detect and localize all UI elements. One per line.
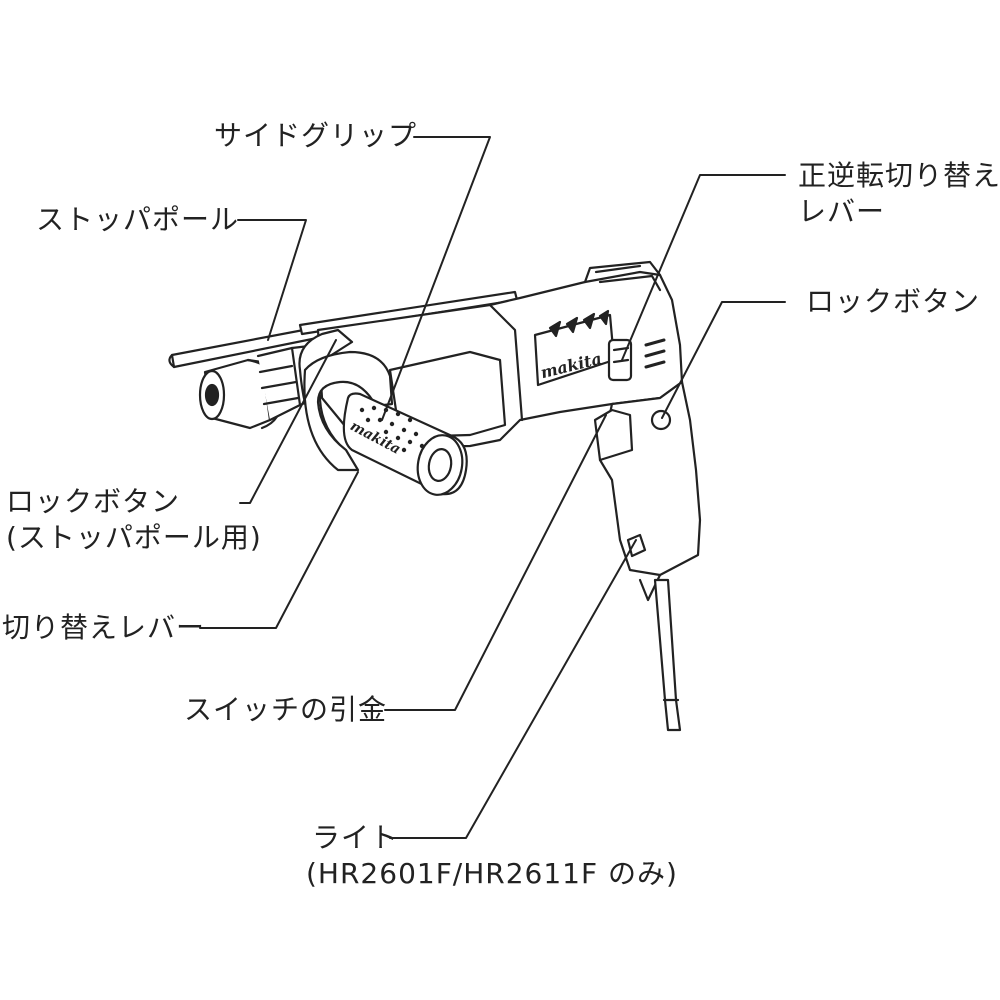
label-reverse-lever: 正逆転切り替え レバー xyxy=(798,158,1000,230)
leader-lines xyxy=(199,136,786,839)
label-lock-button: ロックボタン xyxy=(806,285,981,318)
label-lock-button-stopper-line1: ロックボタン xyxy=(6,485,181,518)
power-cord xyxy=(653,578,682,732)
chuck xyxy=(198,343,326,430)
label-change-lever: 切り替えレバー xyxy=(2,611,206,644)
label-light-line1: ライト xyxy=(312,821,400,854)
label-light-line2: (HR2601F/HR2611F のみ) xyxy=(306,857,678,890)
rear-handle xyxy=(593,380,702,602)
label-side-grip: サイドグリップ xyxy=(214,119,418,152)
label-lock-button-stopper: ロックボタン (ストッパポール用) xyxy=(6,484,262,556)
label-switch-trigger: スイッチの引金 xyxy=(184,693,388,726)
side-grip xyxy=(298,328,468,496)
label-reverse-lever-line2: レバー xyxy=(798,195,886,228)
label-stopper-pole: ストッパポール xyxy=(36,203,240,236)
label-light: ライト (HR2601F/HR2611F のみ) xyxy=(306,820,678,892)
label-lock-button-stopper-line2: (ストッパポール用) xyxy=(6,521,262,554)
label-reverse-lever-line1: 正逆転切り替え xyxy=(798,159,1000,192)
